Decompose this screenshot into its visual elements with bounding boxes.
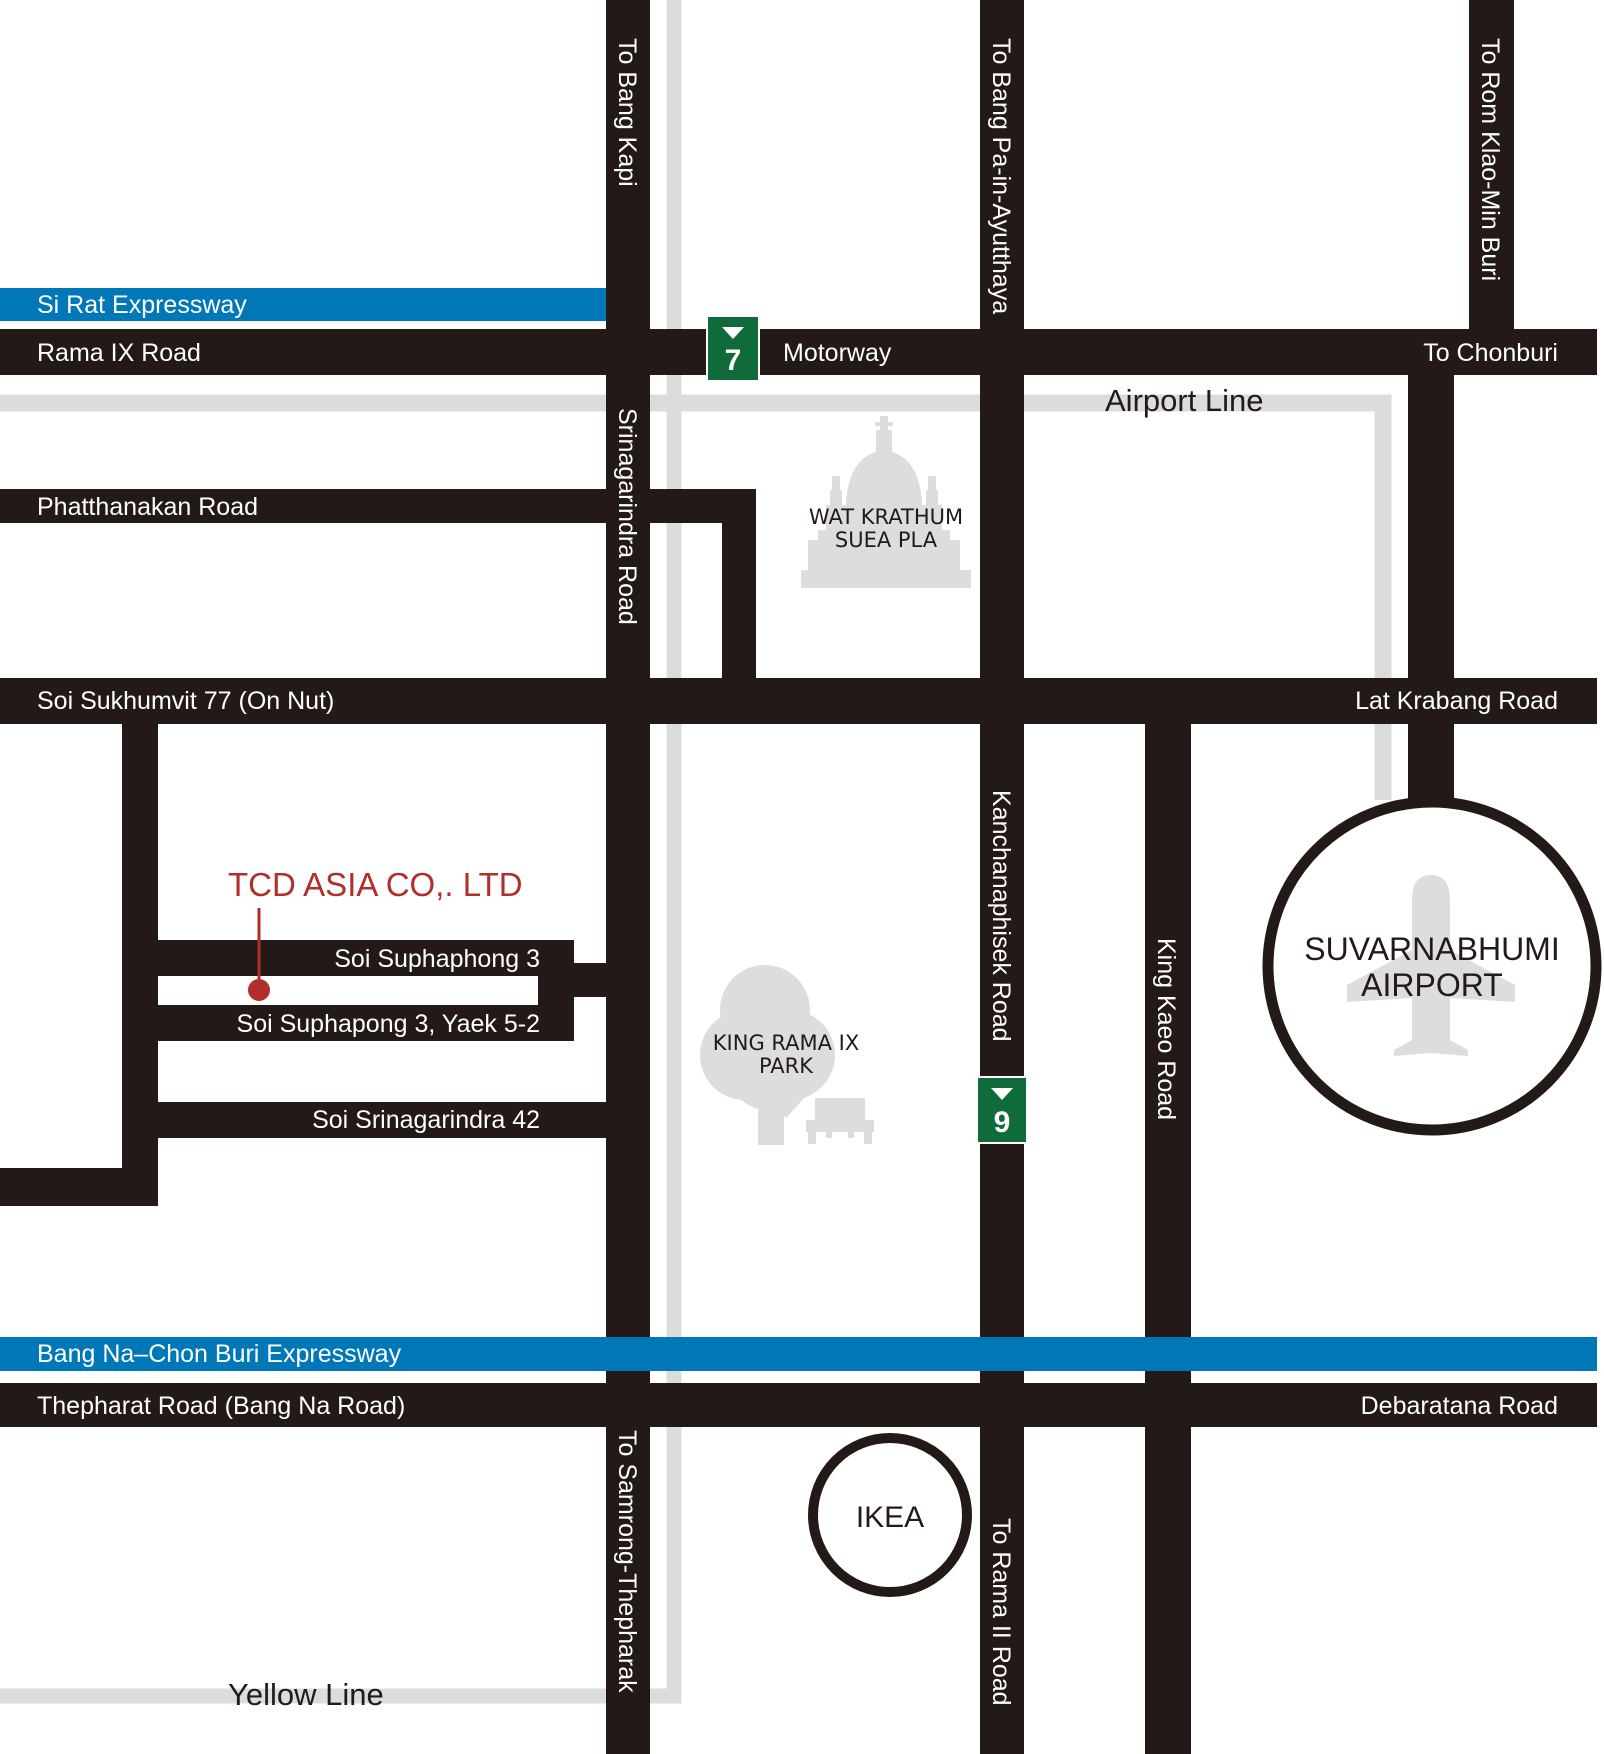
exit-arrow-icon bbox=[722, 327, 744, 339]
airport-label-line2: AIRPORT bbox=[1361, 967, 1503, 1003]
to-chonburi-label: To Chonburi bbox=[1423, 339, 1558, 367]
temple-label-line1: WAT KRATHUM bbox=[809, 505, 963, 529]
king-kaeo-road-shape bbox=[1145, 722, 1191, 1754]
bang-na-expressway bbox=[0, 1337, 1597, 1371]
to-bang-pa-in-label: To Bang Pa-in-Ayutthaya bbox=[987, 38, 1015, 314]
yaek-road-shape bbox=[158, 1005, 574, 1041]
si-rat-expressway-label: Si Rat Expressway bbox=[37, 291, 247, 319]
airport-line-label: Airport Line bbox=[1105, 383, 1264, 418]
company-marker: TCD ASIA CO,. LTD bbox=[228, 866, 523, 1001]
si-rat-expressway bbox=[0, 288, 606, 321]
exit-arrow-icon bbox=[991, 1088, 1013, 1100]
to-bang-kapi-label: To Bang Kapi bbox=[613, 38, 641, 187]
motorway-label: Motorway bbox=[783, 339, 892, 367]
airport-label-line1: SUVARNABHUMI bbox=[1304, 931, 1559, 967]
rama9-road-shape bbox=[0, 329, 1597, 375]
airport-connector-shape bbox=[1408, 332, 1454, 807]
exit-7-number: 7 bbox=[725, 344, 742, 377]
debaratana-road-label: Debaratana Road bbox=[1361, 1392, 1558, 1420]
lat-krabang-road-label: Lat Krabang Road bbox=[1355, 687, 1558, 715]
airport-line bbox=[0, 394, 1392, 800]
park-label-line2: PARK bbox=[759, 1054, 814, 1078]
suphaphong3-label: Soi Suphaphong 3 bbox=[334, 945, 540, 973]
sukhumvit77-road-shape bbox=[0, 678, 1597, 724]
ikea-label: IKEA bbox=[856, 1501, 924, 1534]
thepharat-road-shape bbox=[0, 1383, 1597, 1427]
yellow-line-label: Yellow Line bbox=[228, 1677, 384, 1712]
phatthanakan-road-shape bbox=[0, 489, 756, 523]
to-rama2-label: To Rama II Road bbox=[987, 1518, 1015, 1706]
suvarnabhumi-airport: SUVARNABHUMI AIRPORT bbox=[1262, 796, 1602, 1136]
srinagarindra-road-shape bbox=[606, 0, 650, 1754]
yellow-line bbox=[0, 0, 682, 1704]
exit-9-number: 9 bbox=[994, 1106, 1011, 1139]
srinagarindra42-road-shape bbox=[158, 1102, 608, 1138]
to-rom-klao-label: To Rom Klao-Min Buri bbox=[1476, 38, 1504, 281]
rama9-road-label: Rama IX Road bbox=[37, 339, 201, 367]
tree-icon bbox=[700, 965, 835, 1145]
location-pin-icon bbox=[248, 979, 270, 1001]
phatthanakan-road-label: Phatthanakan Road bbox=[37, 493, 258, 521]
rom-klao-road-shape bbox=[1469, 0, 1514, 332]
thepharat-road-label: Thepharat Road (Bang Na Road) bbox=[37, 1392, 405, 1420]
bang-na-expressway-label: Bang Na–Chon Buri Expressway bbox=[37, 1340, 402, 1368]
yaek-label: Soi Suphapong 3, Yaek 5-2 bbox=[237, 1010, 540, 1038]
suphaphong3-road-shape bbox=[158, 940, 574, 976]
sukhumvit77-label: Soi Sukhumvit 77 (On Nut) bbox=[37, 687, 334, 715]
kanchanaphisek-road-label: Kanchanaphisek Road bbox=[987, 790, 1015, 1042]
bench-icon bbox=[806, 1098, 874, 1144]
rail-lines bbox=[0, 0, 1392, 1704]
park-label-line1: KING RAMA IX bbox=[713, 1031, 859, 1055]
to-samrong-label: To Samrong-Thepharak bbox=[613, 1430, 641, 1693]
king-kaeo-road-label: King Kaeo Road bbox=[1152, 938, 1180, 1120]
srinagarindra42-label: Soi Srinagarindra 42 bbox=[312, 1106, 540, 1134]
ikea-landmark: IKEA bbox=[808, 1433, 972, 1597]
temple-icon bbox=[801, 416, 971, 588]
exit-9-sign: 9 bbox=[976, 1076, 1028, 1144]
srinagarindra-road-label: Srinagarindra Road bbox=[613, 408, 641, 625]
temple-label-line2: SUEA PLA bbox=[835, 528, 938, 552]
company-name: TCD ASIA CO,. LTD bbox=[228, 866, 523, 903]
exit-7-sign: 7 bbox=[706, 315, 760, 382]
airplane-icon bbox=[1347, 875, 1515, 1056]
kanchanaphisek-road-shape bbox=[980, 0, 1024, 1754]
